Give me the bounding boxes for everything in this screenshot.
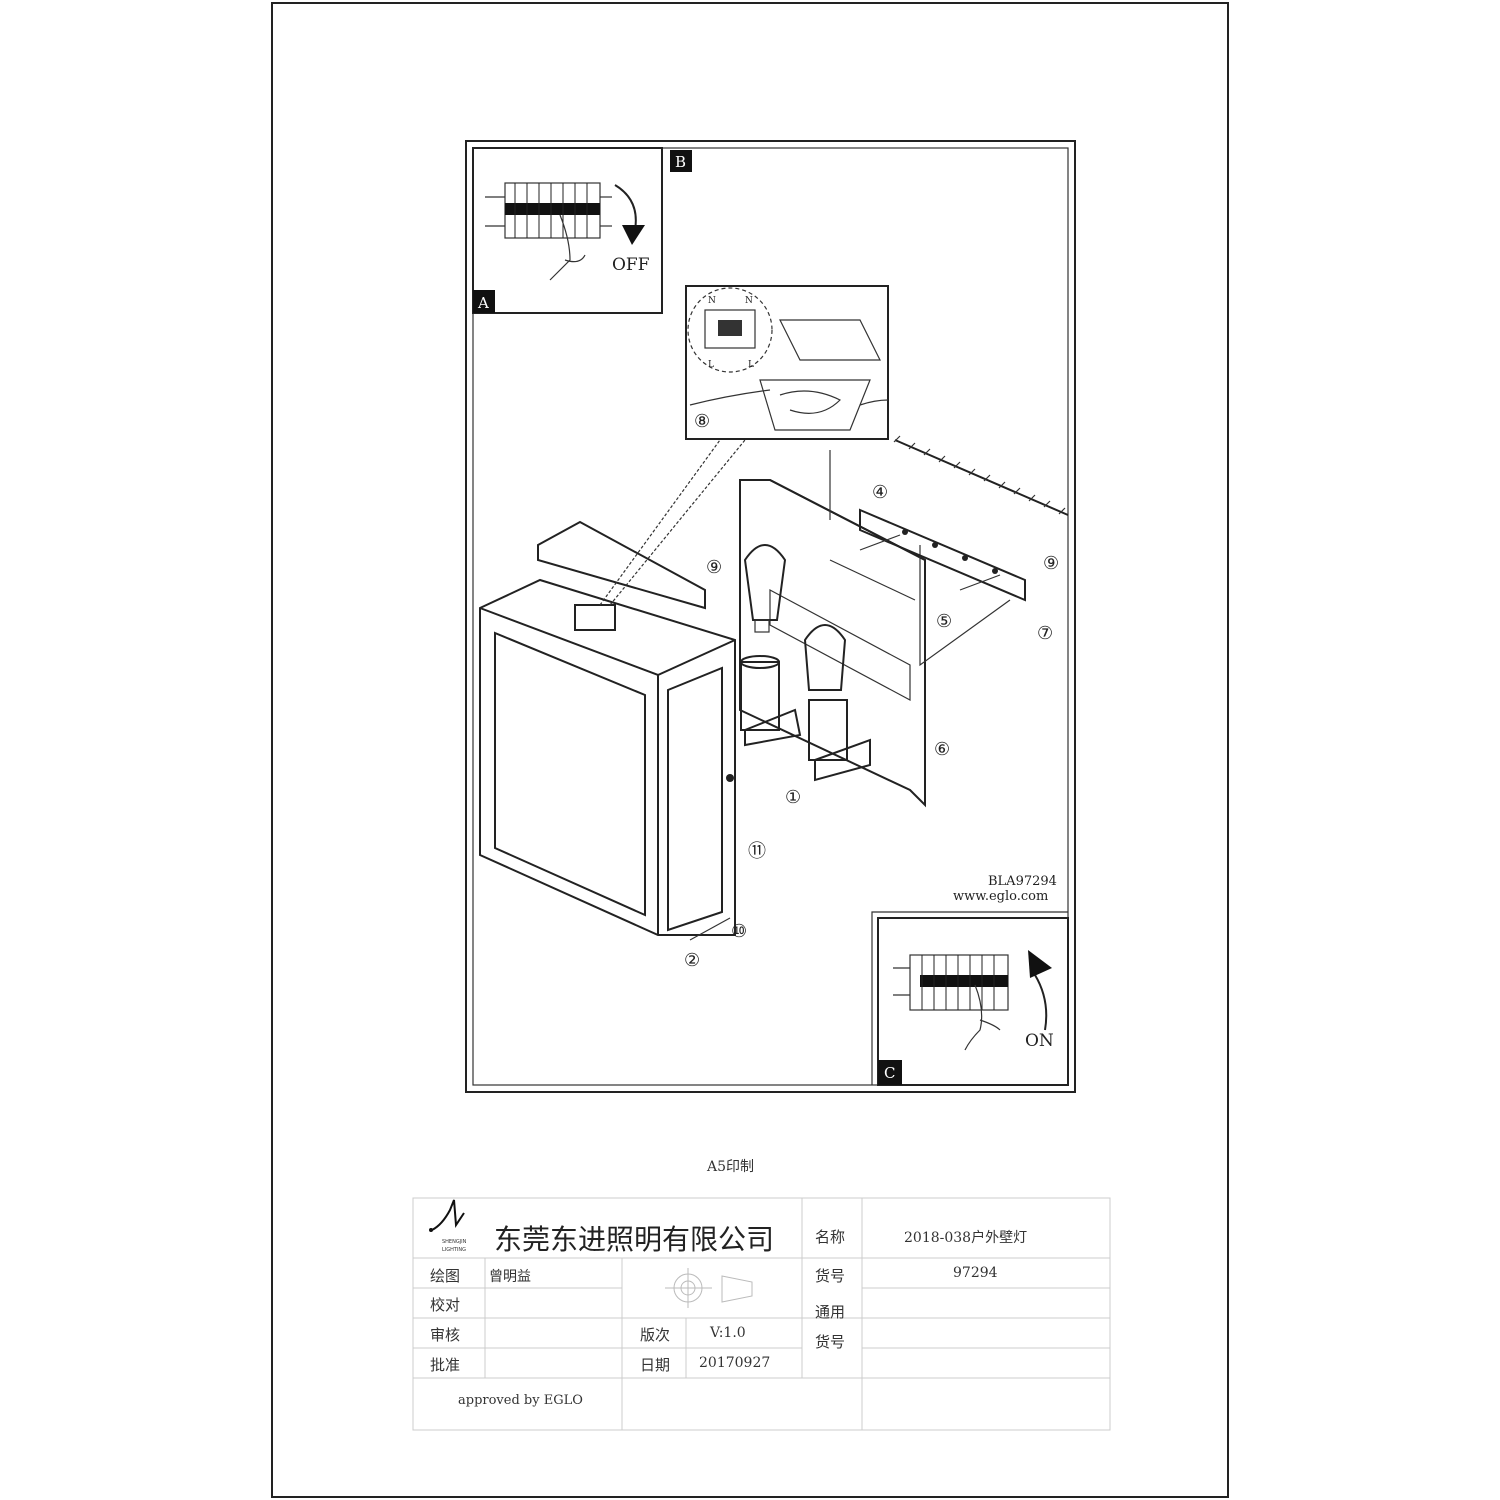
step-11-label: ⑪ — [748, 841, 766, 862]
svg-text:N: N — [708, 296, 716, 306]
panel-a-switch-off: A OFF — [472, 147, 663, 314]
step-1-label: ① — [785, 787, 801, 808]
company-logo: SHENGJIN LIGHTING — [429, 1199, 467, 1253]
drawn-label: 绘图 — [430, 1267, 461, 1285]
panel-b-label: B — [675, 153, 686, 171]
off-label: OFF — [612, 255, 650, 275]
approved-by: approved by EGLO — [458, 1393, 583, 1408]
step-4-label: ④ — [872, 482, 888, 503]
step-9b-label: ⑨ — [1043, 553, 1059, 574]
version-value: V:1.0 — [710, 1325, 746, 1341]
panel-a-label: A — [477, 294, 489, 312]
lantern: ① ⑪ ② ⑩ — [479, 439, 801, 971]
svg-text:L: L — [748, 360, 754, 370]
name-label: 名称 — [815, 1228, 846, 1246]
diagram-frame — [465, 140, 1076, 1093]
svg-text:L: L — [708, 360, 714, 370]
step-6-label: ⑥ — [934, 739, 950, 760]
step-5-label: ⑤ — [936, 611, 952, 632]
review-label: 审核 — [430, 1326, 461, 1344]
on-label: ON — [1025, 1031, 1054, 1051]
svg-text:N: N — [745, 296, 753, 306]
version-label: 版次 — [640, 1326, 671, 1344]
general-label-1: 通用 — [815, 1303, 846, 1321]
company-name: 东莞东进照明有限公司 — [494, 1223, 775, 1256]
svg-text:LIGHTING: LIGHTING — [442, 1247, 466, 1253]
approve-label: 批准 — [430, 1356, 461, 1374]
item-no-value: 97294 — [953, 1265, 998, 1281]
step-9a-label: ⑨ — [706, 557, 722, 578]
date-label: 日期 — [640, 1356, 671, 1374]
panel-c-label: C — [884, 1064, 895, 1082]
wall — [893, 435, 1069, 516]
mounting-bracket — [859, 508, 1026, 602]
website: www.eglo.com — [953, 889, 1048, 904]
drawn-value: 曾明益 — [489, 1269, 531, 1285]
step-7-label: ⑦ — [1037, 623, 1053, 644]
panel-c-switch-on: C ON — [871, 911, 1069, 1086]
panel-a-label-box — [473, 290, 495, 313]
name-value: 2018-038户外壁灯 — [904, 1230, 1028, 1246]
projection-symbol — [665, 1268, 753, 1308]
print-note: A5印制 — [707, 1159, 755, 1175]
step-8-label: ⑧ — [694, 411, 710, 432]
panel-b-label-box — [670, 150, 692, 172]
general-label-2: 货号 — [815, 1333, 846, 1351]
bulbs: ⑨ — [706, 544, 871, 782]
title-block-grid: SHENGJIN LIGHTING — [412, 1197, 1111, 1431]
model-code: BLA97294 — [988, 874, 1057, 889]
check-label: 校对 — [430, 1296, 461, 1314]
wiring-detail: N N L L ⑧ — [685, 285, 889, 440]
wall-plate: ④ ⑤ ⑥ ⑦ ⑨ — [739, 450, 1059, 808]
sheet-border — [271, 2, 1229, 1498]
svg-text:SHENGJIN: SHENGJIN — [442, 1239, 467, 1245]
item-no-label: 货号 — [815, 1267, 846, 1285]
step-2-label: ② — [684, 950, 700, 971]
step-10-label: ⑩ — [731, 921, 747, 942]
date-value: 20170927 — [699, 1355, 771, 1371]
